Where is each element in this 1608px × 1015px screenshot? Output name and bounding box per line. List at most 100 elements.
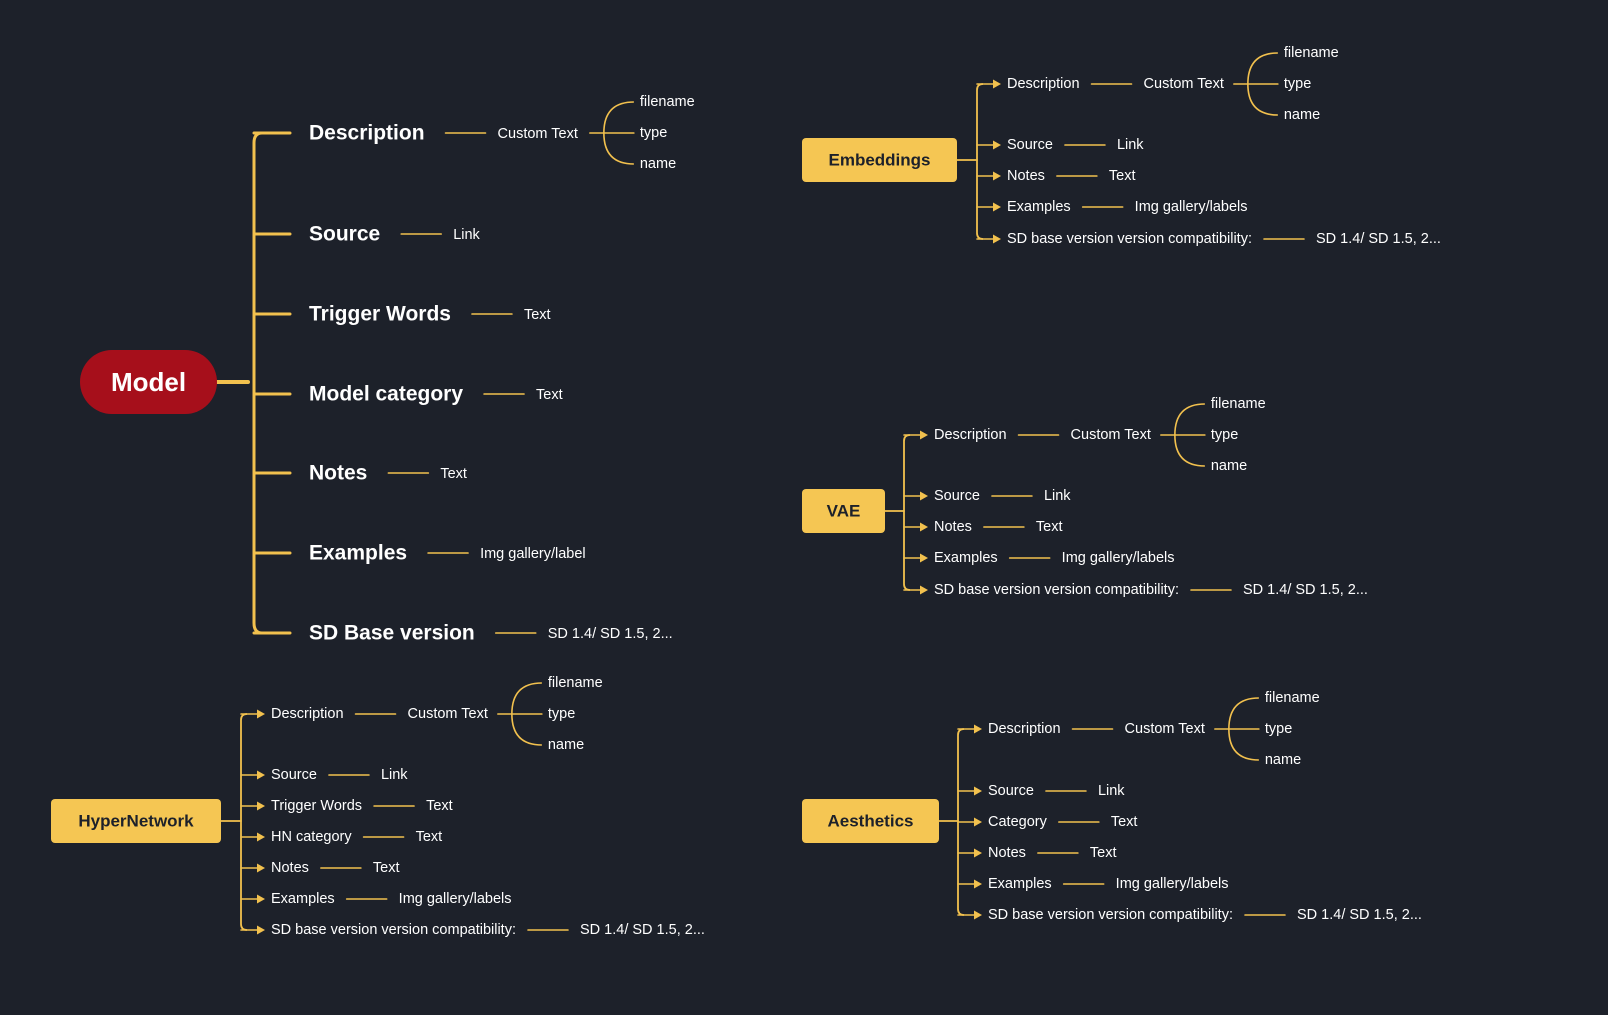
vae-root-label: VAE	[827, 502, 861, 521]
arrow-head-icon	[257, 925, 265, 935]
sub-item-name: name	[548, 737, 584, 753]
embeddings-branch-notes: Notes	[1007, 168, 1045, 184]
hypernetwork-branch-description: Description	[271, 706, 344, 722]
hypernetwork-spine	[240, 713, 248, 931]
arrow-head-icon	[993, 79, 1001, 89]
arrow-head-icon	[920, 491, 928, 501]
arrow-head-icon	[993, 171, 1001, 181]
model-value: Img gallery/label	[480, 546, 586, 562]
embeddings-branch-examples: Examples	[1007, 199, 1071, 215]
arrow-head-icon	[257, 770, 265, 780]
arrow-head-icon	[257, 801, 265, 811]
sub-item-type: type	[1211, 427, 1238, 443]
arrow-head-icon	[974, 879, 982, 889]
embeddings-branch-description: Description	[1007, 76, 1080, 92]
embeddings-branch-source: Source	[1007, 137, 1053, 153]
arrow-head-icon	[257, 894, 265, 904]
arrow-head-icon	[257, 832, 265, 842]
sub-item-filename: filename	[640, 94, 695, 110]
arrow-head-icon	[974, 724, 982, 734]
model-branch-trigger-words: Trigger Words	[309, 303, 451, 326]
arrow-head-icon	[920, 430, 928, 440]
sub-item-filename: filename	[548, 675, 603, 691]
aesthetics-branch-description: Description	[988, 721, 1061, 737]
vae-branch-notes: Notes	[934, 519, 972, 535]
vae-value: SD 1.4/ SD 1.5, 2...	[1243, 582, 1368, 598]
embeddings-value: Text	[1109, 168, 1136, 184]
embeddings-branch-sd-base-version-version-compatibility: SD base version version compatibility:	[1007, 231, 1252, 247]
hypernetwork-value: Img gallery/labels	[399, 891, 512, 907]
hypernetwork-value: SD 1.4/ SD 1.5, 2...	[580, 922, 705, 938]
arrow-head-icon	[920, 553, 928, 563]
sub-item-name: name	[640, 156, 676, 172]
aesthetics-value: Text	[1090, 845, 1117, 861]
aesthetics-root-label: Aesthetics	[828, 812, 914, 831]
vae-value: Link	[1044, 488, 1071, 504]
hypernetwork-root-node[interactable]	[51, 799, 221, 843]
arrow-head-icon	[993, 234, 1001, 244]
aesthetics-branch-notes: Notes	[988, 845, 1026, 861]
embeddings-spine	[976, 83, 984, 240]
arrow-head-icon	[257, 709, 265, 719]
hypernetwork-branch-sd-base-version-version-compatibility: SD base version version compatibility:	[271, 922, 516, 938]
arrow-head-icon	[974, 786, 982, 796]
aesthetics-value: Link	[1098, 783, 1125, 799]
arrow-head-icon	[920, 585, 928, 595]
sub-item-name: name	[1284, 107, 1320, 123]
sub-item-name: name	[1265, 752, 1301, 768]
model-branch-source: Source	[309, 223, 380, 246]
embeddings-value: Img gallery/labels	[1135, 199, 1248, 215]
model-value: Text	[536, 387, 563, 403]
sub-item-type: type	[640, 125, 667, 141]
model-value: Text	[440, 466, 467, 482]
sub-item-type: type	[1284, 76, 1311, 92]
sub-item-filename: filename	[1265, 690, 1320, 706]
vae-branch-source: Source	[934, 488, 980, 504]
hypernetwork-branch-source: Source	[271, 767, 317, 783]
vae-branch-sd-base-version-version-compatibility: SD base version version compatibility:	[934, 582, 1179, 598]
model-root-label: Model	[111, 367, 186, 397]
aesthetics-branch-examples: Examples	[988, 876, 1052, 892]
model-value: Link	[453, 227, 480, 243]
vae-root-node[interactable]	[802, 489, 885, 533]
model-root-node[interactable]	[80, 350, 217, 414]
hypernetwork-value: Link	[381, 767, 408, 783]
hypernetwork-value: Custom Text	[408, 706, 488, 722]
model-branch-description: Description	[309, 122, 425, 145]
sub-item-name: name	[1211, 458, 1247, 474]
model-branch-sd-base-version: SD Base version	[309, 622, 475, 645]
embeddings-root-label: Embeddings	[828, 151, 930, 170]
aesthetics-branch-category: Category	[988, 814, 1048, 830]
embeddings-root-node[interactable]	[802, 138, 957, 182]
hypernetwork-value: Text	[426, 798, 453, 814]
arrow-head-icon	[993, 202, 1001, 212]
hypernetwork-value: Text	[416, 829, 443, 845]
aesthetics-value: Text	[1111, 814, 1138, 830]
sub-item-type: type	[1265, 721, 1292, 737]
hypernetwork-branch-examples: Examples	[271, 891, 335, 907]
vae-value: Img gallery/labels	[1062, 550, 1175, 566]
hypernetwork-branch-hn-category: HN category	[271, 829, 352, 845]
vae-spine	[903, 434, 911, 591]
hypernetwork-root-label: HyperNetwork	[78, 812, 194, 831]
hypernetwork-value: Text	[373, 860, 400, 876]
vae-value: Custom Text	[1071, 427, 1151, 443]
embeddings-value: SD 1.4/ SD 1.5, 2...	[1316, 231, 1441, 247]
model-spine	[252, 131, 263, 635]
aesthetics-value: SD 1.4/ SD 1.5, 2...	[1297, 907, 1422, 923]
hypernetwork-map: HyperNetwork Description Custom Text filena…	[51, 675, 705, 938]
aesthetics-branch-sd-base-version-version-compatibility: SD base version version compatibility:	[988, 907, 1233, 923]
aesthetics-branch-source: Source	[988, 783, 1034, 799]
aesthetics-value: Img gallery/labels	[1116, 876, 1229, 892]
model-branch-model-category: Model category	[309, 383, 463, 406]
vae-branch-examples: Examples	[934, 550, 998, 566]
model-branch-notes: Notes	[309, 462, 367, 485]
model-value: SD 1.4/ SD 1.5, 2...	[548, 626, 673, 642]
sub-item-type: type	[548, 706, 575, 722]
aesthetics-root-node[interactable]	[802, 799, 939, 843]
